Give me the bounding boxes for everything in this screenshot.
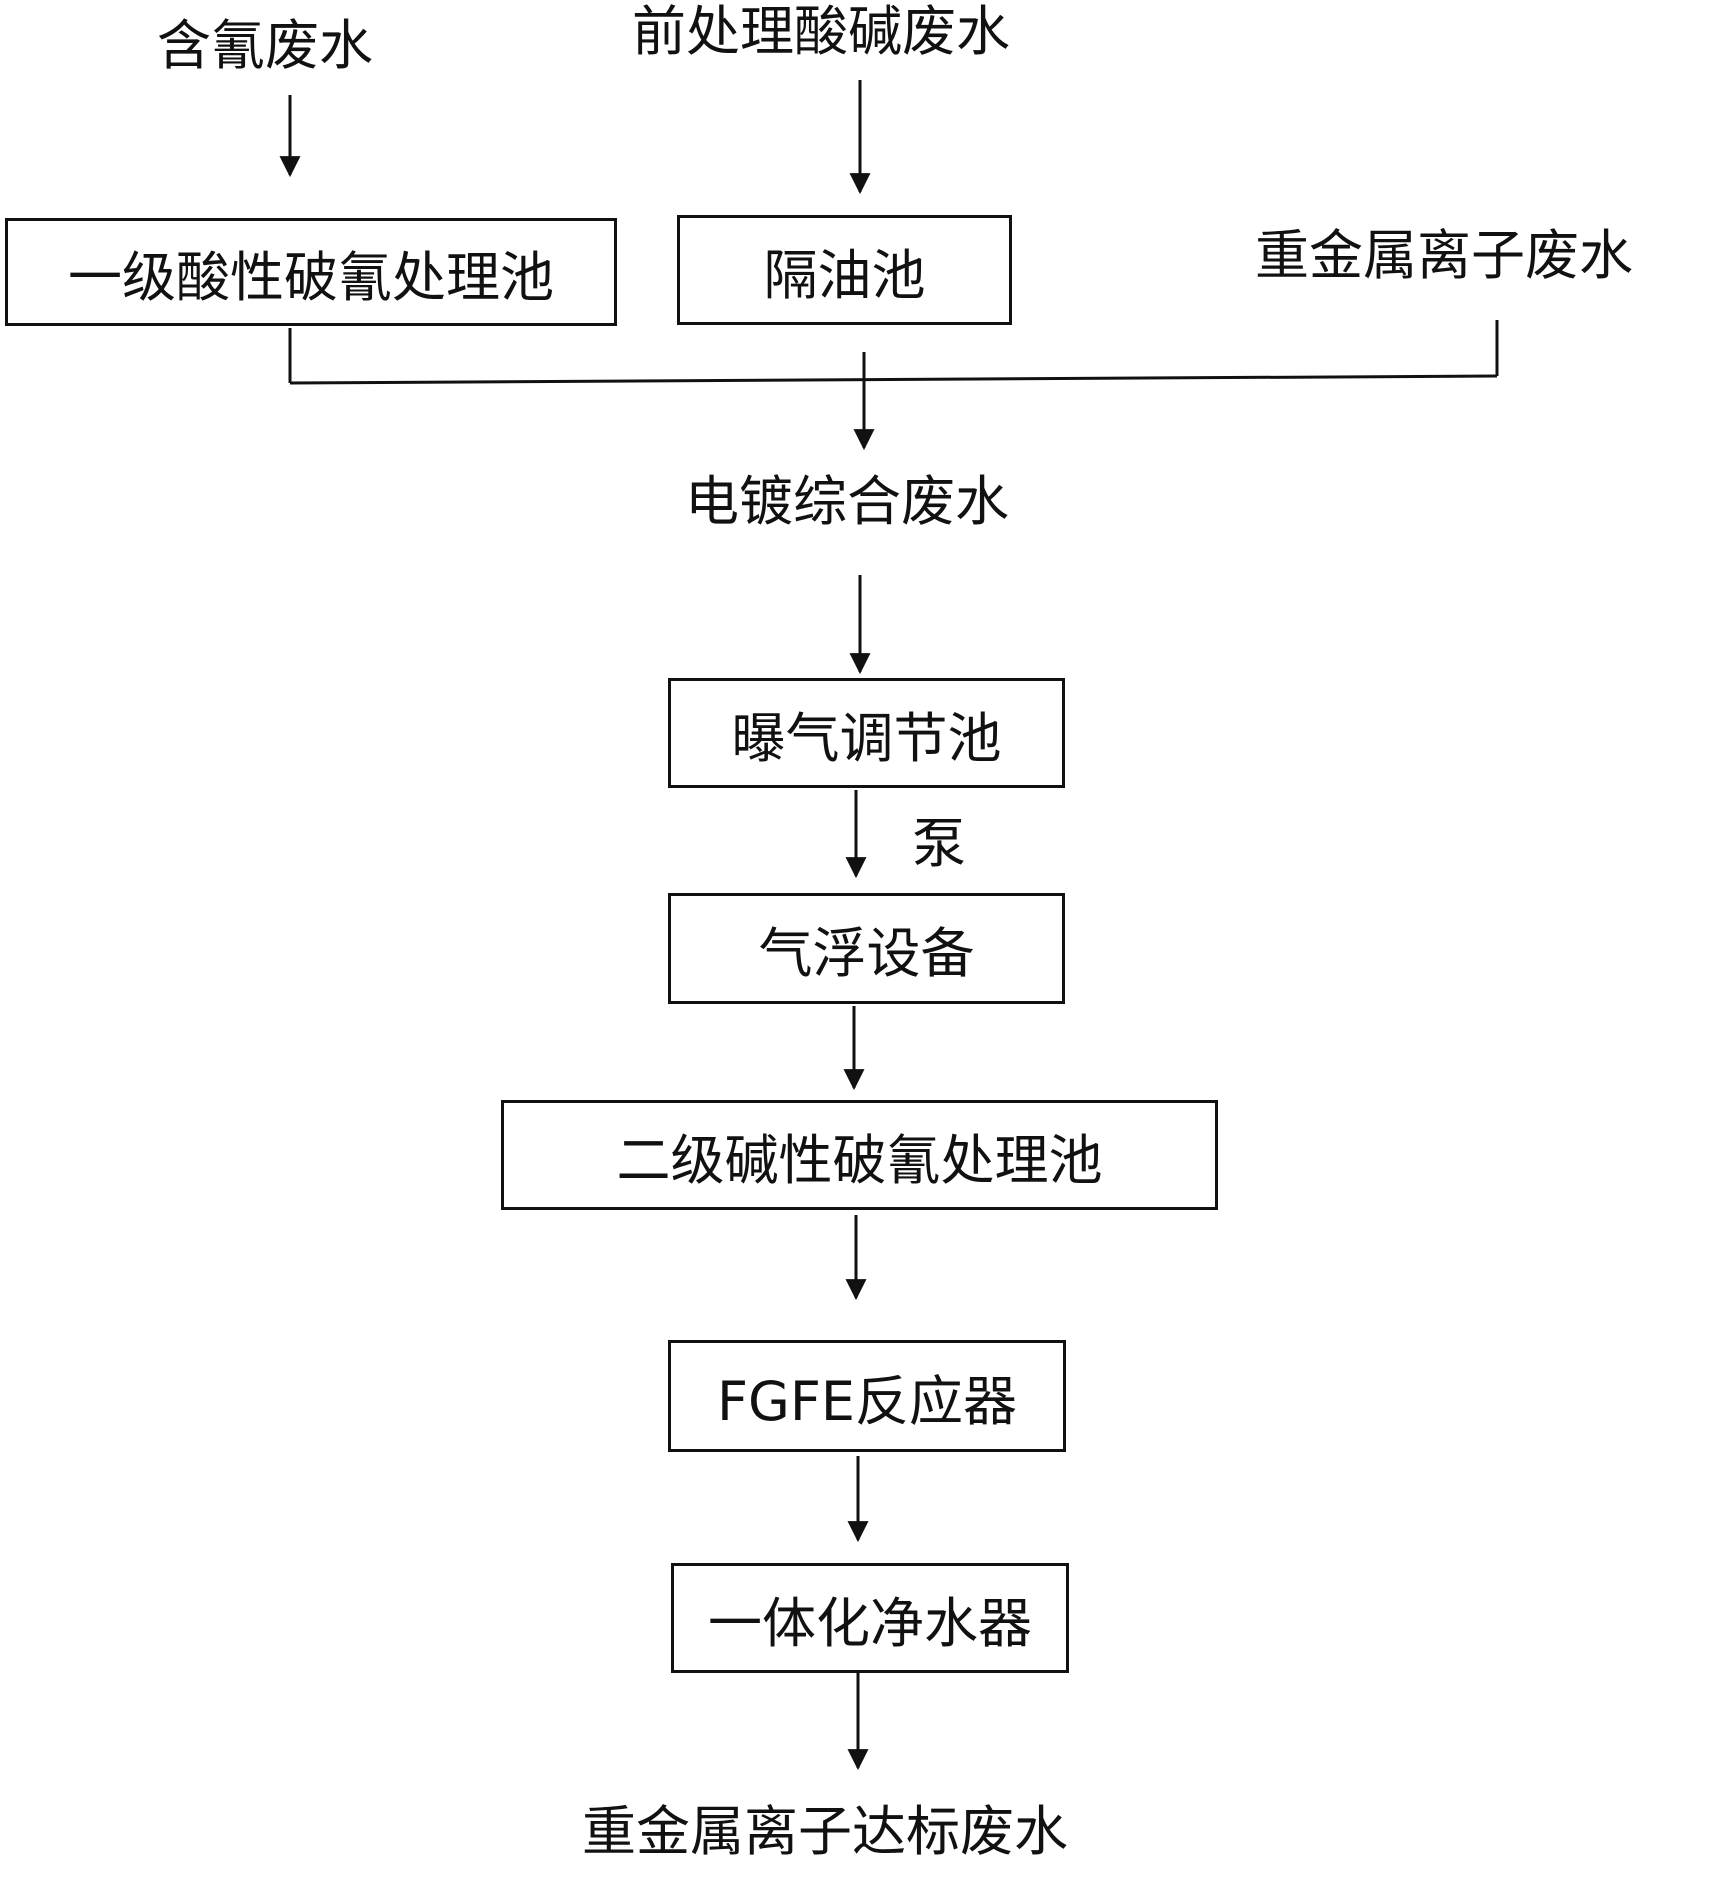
integrated-purifier-box: 一体化净水器 xyxy=(671,1563,1069,1673)
aeration-tank-label: 曝气调节池 xyxy=(731,706,1002,770)
aeration-tank-box: 曝气调节池 xyxy=(668,678,1065,788)
merge-horizontal xyxy=(289,374,1498,385)
fgfe-reactor-label: FGFE反应器 xyxy=(716,1369,1018,1433)
combined-wastewater: 电镀综合废水 xyxy=(685,470,1009,533)
acid-cyanide-tank-box: 一级酸性破氰处理池 xyxy=(5,218,617,326)
fgfe-reactor-box: FGFE反应器 xyxy=(668,1340,1066,1452)
pump-label: 泵 xyxy=(912,812,966,875)
air-flotation-box: 气浮设备 xyxy=(668,893,1065,1004)
input-heavy-metal-wastewater: 重金属离子废水 xyxy=(1255,224,1633,287)
alkaline-cyanide-tank-box: 二级碱性破氰处理池 xyxy=(501,1100,1218,1210)
oil-separation-tank-label: 隔油池 xyxy=(763,243,926,307)
alkaline-cyanide-tank-label: 二级碱性破氰处理池 xyxy=(616,1128,1103,1192)
acid-cyanide-tank-label: 一级酸性破氰处理池 xyxy=(68,245,554,309)
input-pretreatment-wastewater: 前处理酸碱废水 xyxy=(632,0,1010,63)
input-cyanide-wastewater: 含氰废水 xyxy=(157,14,373,77)
air-flotation-label: 气浮设备 xyxy=(758,922,975,985)
output-compliant-wastewater: 重金属离子达标废水 xyxy=(582,1800,1068,1863)
oil-separation-tank-box: 隔油池 xyxy=(677,215,1012,325)
integrated-purifier-label: 一体化净水器 xyxy=(708,1591,1032,1655)
